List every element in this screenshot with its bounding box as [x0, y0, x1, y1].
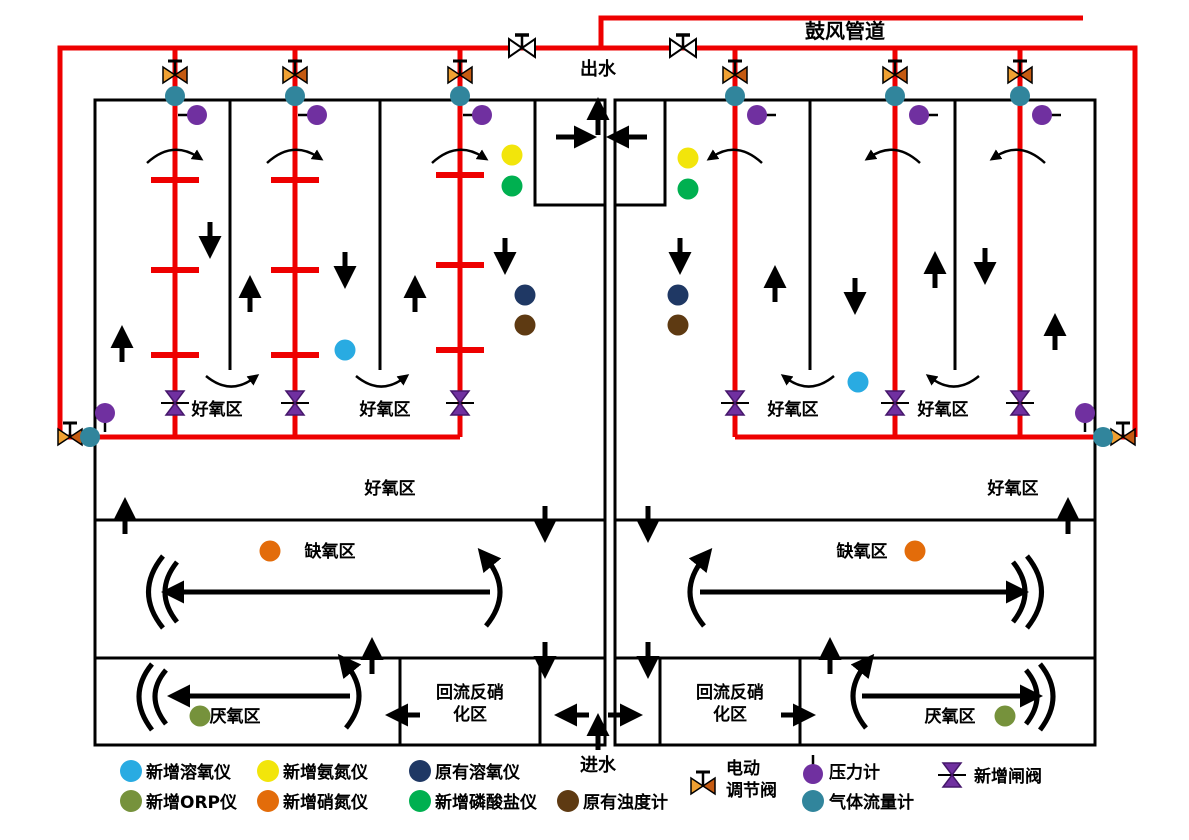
pressure-gauge	[1073, 401, 1097, 434]
aerobic-zone-label: 好氧区	[917, 399, 969, 420]
flow-arrows	[110, 97, 1080, 750]
legend-pressure-gauge-icon	[801, 753, 825, 786]
reflux-denitrification-label: 回流反硝	[436, 682, 504, 703]
original-do-sensor	[667, 284, 689, 306]
effluent-label: 出水	[580, 58, 617, 80]
legend-new-phosphate-swatch	[409, 790, 431, 812]
gas-flow-meter	[1093, 427, 1113, 447]
new-phosphate-sensor	[677, 178, 699, 200]
anoxic-loop-right	[687, 547, 1044, 630]
legend-gas-flow-label: 气体流量计	[828, 792, 914, 813]
legend-pressure-gauge-label: 压力计	[829, 762, 880, 783]
gas-flow-meter	[285, 86, 305, 106]
reflux-denitrification-label: 化区	[453, 704, 487, 725]
blower-main-pipe	[598, 15, 1083, 48]
legend: 新增溶氧仪 新增氨氮仪 原有溶氧仪 电动 调节阀 压力计 新增闸阀 新增ORP仪…	[120, 753, 1042, 813]
legend-regulating-valve-label-1: 电动	[726, 758, 760, 779]
right-tank-outline	[613, 98, 1097, 747]
anaerobic-zone-label: 厌氧区	[925, 706, 976, 727]
legend-new-nitrate-swatch	[257, 790, 279, 812]
pressure-gauge	[1030, 103, 1063, 127]
aerobic-zone-label: 好氧区	[364, 478, 416, 499]
aerobic-zone-label: 好氧区	[359, 399, 411, 420]
gate-valve	[160, 390, 190, 416]
gas-flow-meter	[450, 86, 470, 106]
effluent-channel-wall	[533, 100, 605, 207]
electric-regulating-valve	[1109, 421, 1137, 447]
aerobic-zone-label: 好氧区	[191, 399, 243, 420]
legend-new-do-label: 新增溶氧仪	[146, 762, 232, 783]
left-tank-outline	[93, 98, 607, 747]
legend-original-do-label: 原有溶氧仪	[435, 762, 521, 783]
pressure-gauge	[296, 103, 329, 127]
blower-piping	[57, 15, 1138, 440]
aerobic-zone-label: 好氧区	[987, 478, 1039, 499]
legend-new-ammonia-label: 新增氨氮仪	[283, 762, 369, 783]
influent-label: 进水	[580, 754, 617, 776]
legend-new-ammonia-swatch	[257, 760, 279, 782]
aerobic-zone-label: 好氧区	[767, 399, 819, 420]
gas-flow-meter	[80, 427, 100, 447]
gate-valve	[280, 390, 310, 416]
new-ammonia-sensor	[677, 147, 699, 169]
reflux-denitrification-label: 化区	[713, 704, 747, 725]
gate-valve	[720, 390, 750, 416]
legend-new-phosphate-label: 新增磷酸盐仪	[435, 792, 538, 813]
anaerobic-loop-left	[136, 653, 362, 732]
original-turbidity-sensor	[667, 314, 689, 336]
tank-structure	[93, 98, 1097, 747]
legend-gate-valve-label: 新增闸阀	[974, 766, 1042, 787]
legend-original-do-swatch	[409, 760, 431, 782]
gas-flow-meter	[885, 86, 905, 106]
sensors	[80, 86, 1113, 727]
aeration-headers	[151, 172, 484, 358]
pressure-gauge	[176, 103, 209, 127]
anaerobic-zone-label: 厌氧区	[210, 706, 261, 727]
blower-pipeline-label: 鼓风管道	[805, 19, 885, 43]
anoxic-zone-label: 缺氧区	[305, 541, 356, 562]
new-ammonia-sensor	[501, 144, 523, 166]
anoxic-zone-label: 缺氧区	[837, 541, 888, 562]
anoxic-loop-left	[146, 547, 503, 630]
pressure-gauge	[461, 103, 494, 127]
original-do-sensor	[514, 284, 536, 306]
gas-flow-meter	[1010, 86, 1030, 106]
new-phosphate-sensor	[501, 175, 523, 197]
air-distribution-pipe	[57, 45, 1138, 437]
legend-new-do-swatch	[120, 760, 142, 782]
legend-regulating-valve-icon	[689, 770, 717, 796]
new-nitrate-sensor	[259, 540, 281, 562]
new-do-sensor	[334, 339, 356, 361]
gas-flow-meter	[725, 86, 745, 106]
original-turbidity-sensor	[514, 314, 536, 336]
pressure-gauge	[745, 103, 778, 127]
pressure-gauge	[907, 103, 940, 127]
blower-line-valve	[507, 33, 537, 59]
new-orp-sensor	[189, 705, 211, 727]
legend-new-orp-label: 新增ORP仪	[146, 792, 238, 813]
legend-original-turbidity-label: 原有浊度计	[583, 792, 668, 813]
gate-valve	[445, 390, 475, 416]
legend-new-orp-swatch	[120, 790, 142, 812]
legend-regulating-valve-label-2: 调节阀	[726, 780, 777, 801]
legend-gate-valve-icon	[937, 762, 967, 788]
gas-flow-meter	[165, 86, 185, 106]
legend-original-turbidity-swatch	[557, 790, 579, 812]
pressure-gauge	[93, 401, 117, 434]
reflux-denitrification-label: 回流反硝	[696, 682, 764, 703]
gate-valve	[880, 390, 910, 416]
new-orp-sensor	[994, 705, 1016, 727]
legend-new-nitrate-label: 新增硝氮仪	[283, 792, 369, 813]
labels: 鼓风管道 出水 进水 好氧区 好氧区 好氧区 好氧区 好氧区 好氧区 缺氧区 缺…	[191, 19, 1039, 776]
effluent-channel-wall	[615, 100, 667, 207]
gate-valve	[1005, 390, 1035, 416]
anaerobic-loop-right	[850, 653, 1056, 732]
blower-line-valve	[668, 33, 698, 59]
new-do-sensor	[847, 371, 869, 393]
new-nitrate-sensor	[904, 540, 926, 562]
legend-gas-flow-swatch	[802, 790, 824, 812]
